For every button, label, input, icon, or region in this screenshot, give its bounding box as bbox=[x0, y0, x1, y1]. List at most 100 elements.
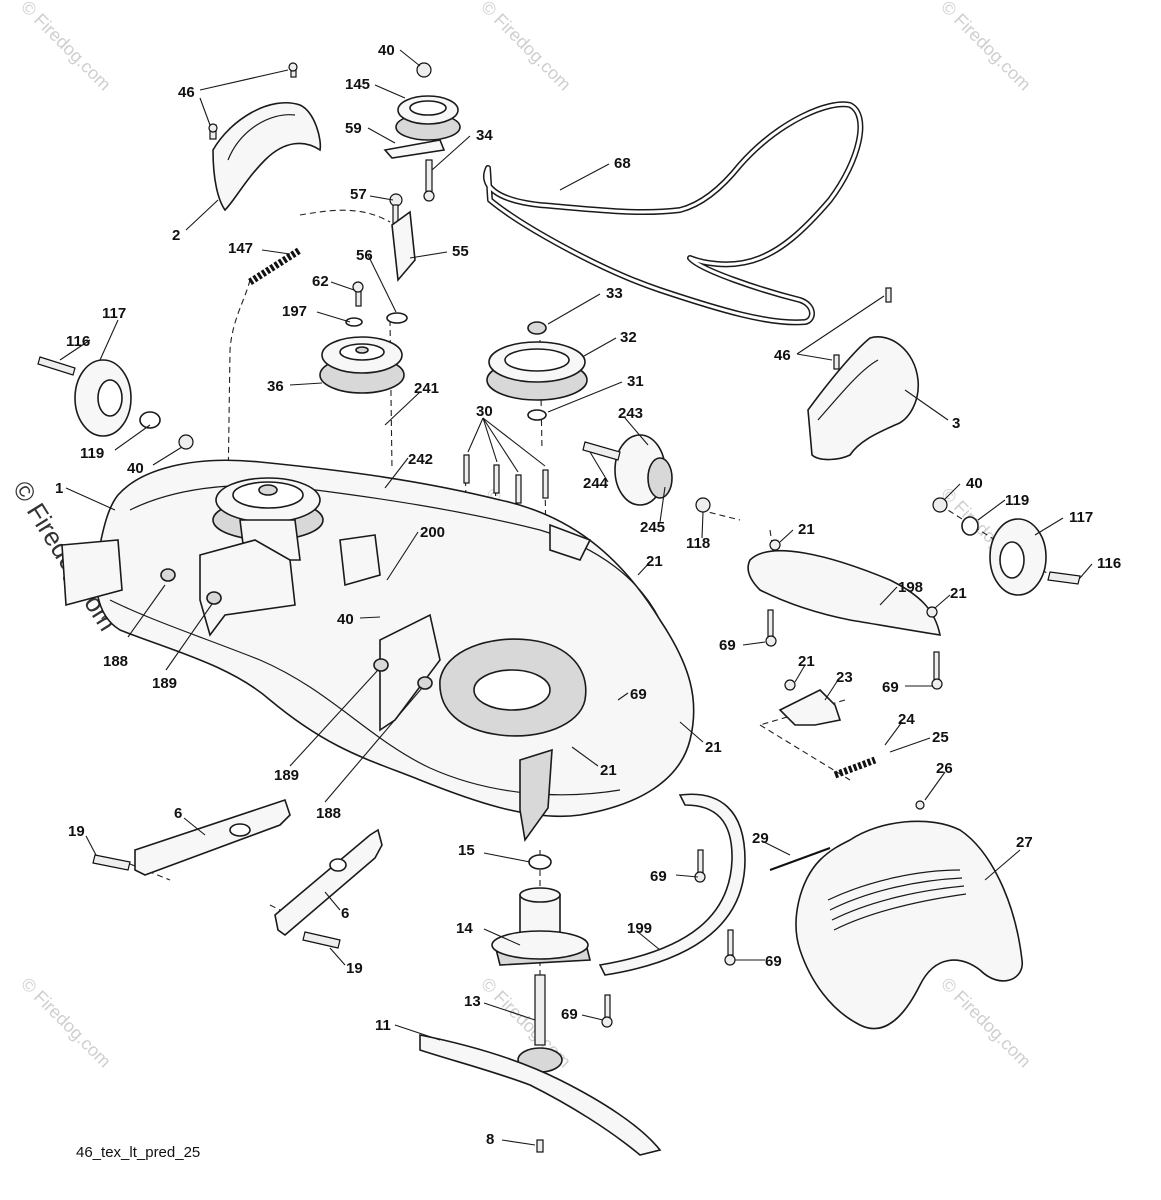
callout-label: 29 bbox=[752, 830, 769, 847]
callout-label: 15 bbox=[458, 842, 475, 859]
callout-label: 117 bbox=[1069, 509, 1093, 526]
leader-lines bbox=[59, 49, 1093, 1146]
callout-label: 13 bbox=[464, 993, 481, 1010]
callout-label: 21 bbox=[705, 739, 722, 756]
bracket-23 bbox=[778, 679, 842, 726]
callout-label: 242 bbox=[408, 451, 433, 468]
discharge-chute-27 bbox=[769, 820, 1023, 1030]
callout-label: 145 bbox=[345, 76, 370, 93]
right-belt-shield bbox=[807, 287, 920, 461]
gauge-wheel-left bbox=[37, 356, 194, 450]
callout-label: 25 bbox=[932, 729, 949, 746]
callout-label: 116 bbox=[1097, 555, 1121, 572]
callout-label: 244 bbox=[583, 475, 609, 492]
callout-label: 6 bbox=[174, 805, 182, 822]
watermark: © Firedog.com bbox=[937, 974, 1035, 1072]
callout-label: 199 bbox=[627, 920, 652, 937]
callout-label: 36 bbox=[267, 378, 284, 395]
callout-label: 34 bbox=[476, 127, 493, 144]
callout-label: 21 bbox=[600, 762, 617, 779]
callout-label: 69 bbox=[882, 679, 899, 696]
callout-label: 21 bbox=[950, 585, 967, 602]
callout-label: 117 bbox=[102, 305, 126, 322]
left-belt-shield bbox=[208, 62, 322, 212]
callout-label: 188 bbox=[103, 653, 128, 670]
callout-label: 241 bbox=[414, 380, 439, 397]
callout-label: 243 bbox=[618, 405, 643, 422]
callout-label: 69 bbox=[561, 1006, 578, 1023]
callout-label: 19 bbox=[346, 960, 363, 977]
callout-label: 30 bbox=[476, 403, 493, 420]
gauge-wheel-right bbox=[932, 497, 1081, 596]
callout-label: 26 bbox=[936, 760, 953, 777]
callout-label: 116 bbox=[66, 333, 90, 350]
tension-spring-147 bbox=[248, 247, 302, 285]
watermark: © Firedog.com bbox=[937, 0, 1035, 94]
drive-belt bbox=[483, 101, 864, 326]
callout-label: 118 bbox=[686, 535, 710, 552]
callout-label: 21 bbox=[798, 653, 815, 670]
deck-bracket-6-top bbox=[92, 798, 291, 876]
callout-label: 40 bbox=[127, 460, 144, 477]
callout-label: 23 bbox=[836, 669, 853, 686]
callout-label: 62 bbox=[312, 273, 329, 290]
idler-arm-55 bbox=[345, 193, 416, 327]
callout-label: 56 bbox=[356, 247, 373, 264]
callout-label: 189 bbox=[152, 675, 177, 692]
callout-label: 147 bbox=[228, 240, 253, 257]
callout-label: 40 bbox=[378, 42, 395, 59]
mower-blade-11 bbox=[419, 1034, 662, 1156]
spring-25 bbox=[833, 756, 925, 810]
callout-label: 3 bbox=[952, 415, 960, 432]
callout-label: 69 bbox=[765, 953, 782, 970]
diagram-code: 46_tex_lt_pred_25 bbox=[76, 1144, 200, 1161]
watermark: © Firedog.com bbox=[17, 974, 115, 1072]
callout-label: 119 bbox=[80, 445, 104, 462]
callout-label: 189 bbox=[274, 767, 299, 784]
callout-label: 69 bbox=[719, 637, 736, 654]
callout-label: 21 bbox=[798, 521, 815, 538]
callout-label: 68 bbox=[614, 155, 631, 172]
callout-label: 55 bbox=[452, 243, 469, 260]
mower-deck-housing bbox=[61, 459, 695, 843]
bolt-set-30 bbox=[463, 454, 549, 504]
callout-label: 69 bbox=[630, 686, 647, 703]
spindle-assembly bbox=[491, 854, 592, 1073]
callout-label: 14 bbox=[456, 920, 473, 937]
deck-bracket-6-bottom bbox=[274, 828, 383, 949]
callout-label: 119 bbox=[1005, 492, 1029, 509]
callout-label: 46 bbox=[774, 347, 791, 364]
callout-label: 40 bbox=[966, 475, 983, 492]
callout-label: 32 bbox=[620, 329, 637, 346]
watermark: © Firedog.com bbox=[17, 0, 115, 94]
callout-label: 69 bbox=[650, 868, 667, 885]
callout-label: 33 bbox=[606, 285, 623, 302]
idler-pulley-145 bbox=[383, 62, 461, 202]
callout-label: 8 bbox=[486, 1131, 494, 1148]
callout-label: 19 bbox=[68, 823, 85, 840]
callout-label: 46 bbox=[178, 84, 195, 101]
callout-label: 6 bbox=[341, 905, 349, 922]
callout-label: 57 bbox=[350, 186, 367, 203]
callout-label: 27 bbox=[1016, 834, 1033, 851]
callout-label: 31 bbox=[627, 373, 644, 390]
callout-label: 40 bbox=[337, 611, 354, 628]
callout-label: 200 bbox=[420, 524, 445, 541]
pulley-36 bbox=[319, 336, 405, 394]
callout-labels: 40 145 46 59 34 68 2 57 147 55 56 62 197… bbox=[55, 42, 1121, 1148]
bracket-198 bbox=[747, 539, 943, 690]
callout-label: 1 bbox=[55, 480, 63, 497]
callout-label: 2 bbox=[172, 227, 180, 244]
callout-label: 245 bbox=[640, 519, 665, 536]
callout-label: 188 bbox=[316, 805, 341, 822]
callout-label: 197 bbox=[282, 303, 307, 320]
pulley-32 bbox=[486, 321, 588, 421]
callout-label: 59 bbox=[345, 120, 362, 137]
callout-label: 24 bbox=[898, 711, 915, 728]
roller-243 bbox=[582, 434, 711, 513]
deck-pulley bbox=[160, 477, 441, 732]
callout-label: 21 bbox=[646, 553, 663, 570]
callout-label: 11 bbox=[375, 1017, 391, 1034]
deflector-strap-199 bbox=[598, 793, 746, 1028]
